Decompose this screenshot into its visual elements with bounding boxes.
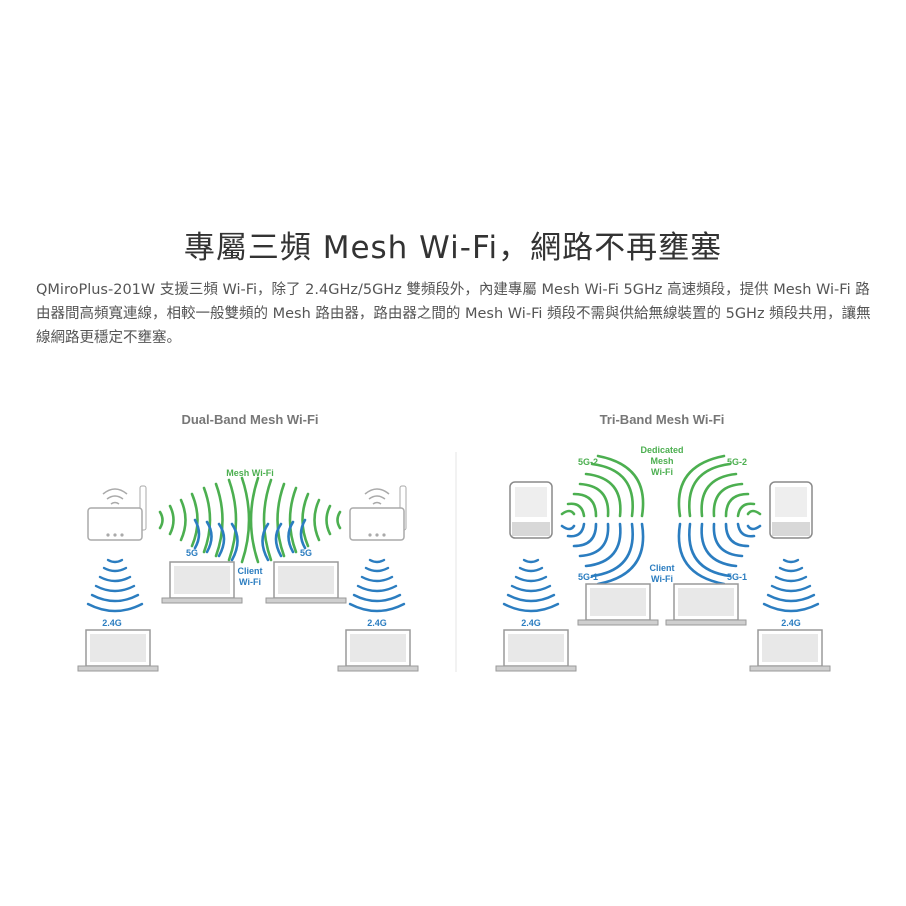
dual-mesh-signal-waves (158, 476, 342, 564)
dual-right-router-icon (349, 485, 407, 541)
tri-client-label-2: Wi-Fi (651, 574, 673, 584)
tri-dedicated-mesh-waves (560, 454, 762, 518)
tri-laptop-left (495, 629, 577, 672)
description: QMiroPlus-201W 支援三頻 Wi-Fi，除了 2.4GHz/5GHz… (36, 282, 871, 346)
tri-24g-left-label: 2.4G (521, 618, 541, 628)
dual-left-router-icon (87, 485, 147, 541)
dual-24g-right-label: 2.4G (367, 618, 387, 628)
tri-5g1-right-label: 5G-1 (727, 572, 747, 582)
dual-5g-right-label: 5G (300, 548, 312, 558)
dual-client-laptop-left (161, 561, 243, 604)
tri-dedicated-label-2: Mesh (650, 456, 673, 466)
tri-5g2-left-label: 5G-2 (578, 457, 598, 467)
dual-laptop-left (77, 629, 159, 672)
dual-client-laptop-right (265, 561, 347, 604)
tri-24g-right-waves (762, 558, 820, 613)
dual-laptop-right (337, 629, 419, 672)
tri-client-laptop-right (665, 583, 747, 626)
dual-mesh-label: Mesh Wi-Fi (226, 468, 273, 478)
dual-client-label-2: Wi-Fi (239, 577, 261, 587)
tri-band-panel: Tri-Band Mesh Wi-Fi (495, 412, 831, 672)
tri-right-router-icon (769, 481, 813, 539)
dual-client-label-1: Client (237, 566, 262, 576)
tri-24g-right-label: 2.4G (781, 618, 801, 628)
tri-24g-left-waves (502, 558, 560, 613)
dual-band-panel: Dual-Band Mesh Wi-Fi (77, 412, 419, 672)
page-title: 專屬三頻 Mesh Wi-Fi，網路不再壅塞 (183, 230, 723, 266)
tri-laptop-right (749, 629, 831, 672)
dual-24g-right-waves (348, 558, 406, 613)
tri-left-router-icon (509, 481, 553, 539)
tri-dedicated-label-1: Dedicated (640, 445, 683, 455)
tri-client-label-1: Client (649, 563, 674, 573)
dual-24g-left-label: 2.4G (102, 618, 122, 628)
tri-band-title: Tri-Band Mesh Wi-Fi (600, 412, 725, 427)
dual-band-title: Dual-Band Mesh Wi-Fi (181, 412, 318, 427)
dual-24g-left-waves (86, 558, 144, 613)
tri-5g2-right-label: 5G-2 (727, 457, 747, 467)
tri-dedicated-label-3: Wi-Fi (651, 467, 673, 477)
dual-5g-left-label: 5G (186, 548, 198, 558)
tri-5g1-waves (560, 522, 762, 586)
tri-5g1-left-label: 5G-1 (578, 572, 598, 582)
tri-client-laptop-left (577, 583, 659, 626)
